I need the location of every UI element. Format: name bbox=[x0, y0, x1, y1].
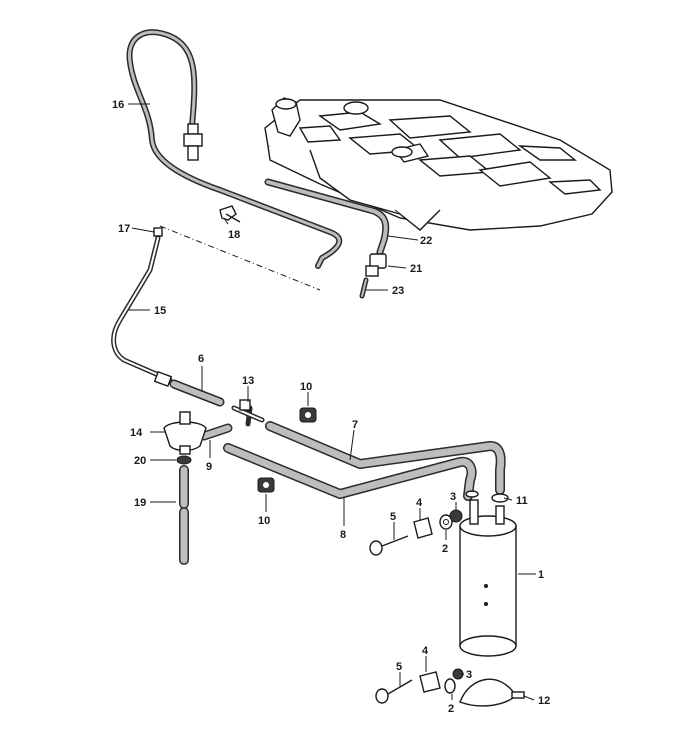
charcoal-canister-1 bbox=[459, 499, 517, 657]
screw-5-lower bbox=[375, 679, 413, 704]
spacer-3-upper bbox=[449, 509, 463, 523]
callout-18: 18 bbox=[228, 229, 240, 241]
hose-16 bbox=[126, 29, 343, 269]
callout-5-upper: 5 bbox=[390, 511, 396, 523]
screw-5-upper bbox=[369, 535, 409, 556]
hose-22 bbox=[264, 178, 390, 256]
nut-10-upper bbox=[299, 407, 317, 423]
clamp-11 bbox=[465, 490, 509, 503]
hose-8 bbox=[223, 443, 477, 501]
callout-2-upper: 2 bbox=[442, 543, 448, 555]
clip-18 bbox=[219, 205, 241, 223]
callout-9: 9 bbox=[206, 461, 212, 473]
callout-23: 23 bbox=[392, 285, 404, 297]
clamp-20 bbox=[176, 455, 192, 465]
callout-17: 17 bbox=[118, 223, 130, 235]
hose-6 bbox=[169, 379, 225, 407]
callout-10-lower: 10 bbox=[258, 515, 270, 527]
bracket-4-upper bbox=[413, 517, 433, 539]
callout-12: 12 bbox=[538, 695, 550, 707]
callout-4-lower: 4 bbox=[422, 645, 429, 657]
callout-6: 6 bbox=[198, 353, 204, 365]
hose-9 bbox=[199, 423, 233, 441]
washer-2-upper bbox=[439, 514, 453, 530]
nut-10-lower bbox=[257, 477, 275, 493]
washer-2-lower bbox=[444, 678, 456, 694]
callout-19: 19 bbox=[134, 497, 146, 509]
callout-14: 14 bbox=[130, 427, 143, 439]
callout-2-lower: 2 bbox=[448, 703, 454, 715]
valve-21 bbox=[359, 253, 387, 299]
assembly-dash-line bbox=[159, 225, 321, 291]
hose-16-fitting bbox=[183, 123, 203, 161]
leader-lines bbox=[128, 103, 536, 701]
callout-20: 20 bbox=[134, 455, 146, 467]
callout-3-upper: 3 bbox=[450, 491, 456, 503]
callout-11: 11 bbox=[516, 495, 528, 507]
fuel-tank bbox=[264, 97, 613, 231]
callout-10-upper: 10 bbox=[300, 381, 312, 393]
hose-7 bbox=[265, 421, 506, 495]
bracket-4-lower bbox=[419, 671, 441, 693]
strap-12 bbox=[459, 678, 525, 707]
callout-22: 22 bbox=[420, 235, 432, 247]
callout-5-lower: 5 bbox=[396, 661, 402, 673]
callout-3-lower: 3 bbox=[466, 669, 472, 681]
callout-8: 8 bbox=[340, 529, 346, 541]
callout-1: 1 bbox=[538, 569, 544, 581]
callout-15: 15 bbox=[154, 305, 166, 317]
callout-21: 21 bbox=[410, 263, 422, 275]
callout-7: 7 bbox=[352, 419, 358, 431]
tee-13 bbox=[231, 399, 265, 427]
callout-4-upper: 4 bbox=[416, 497, 423, 509]
callout-13: 13 bbox=[242, 375, 254, 387]
callout-16: 16 bbox=[112, 99, 124, 111]
valve-14 bbox=[163, 411, 207, 455]
